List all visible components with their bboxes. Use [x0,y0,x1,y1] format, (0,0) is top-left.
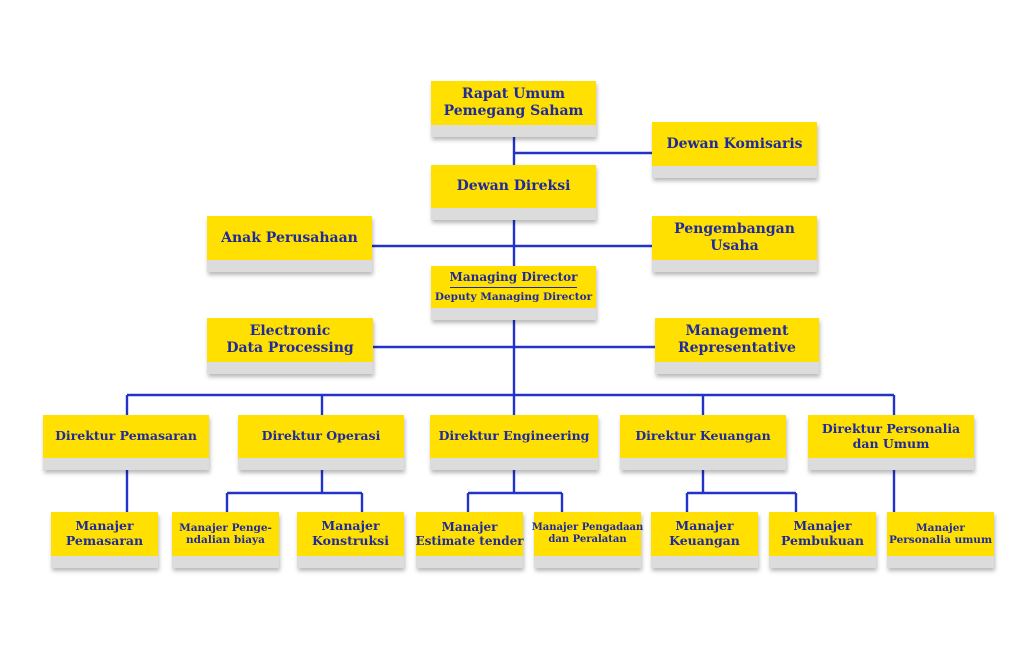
direktur-operasi-box: Direktur Operasi [238,415,404,470]
deputy-managing-director-label: Deputy Managing Director [434,291,593,304]
manajer-keuangan-box: Manajer Keuangan [651,512,758,568]
manajer-personalia-umum-box: Manajer Personalia umum [887,512,994,568]
pengembangan-usaha-box: Pengembangan Usaha [652,216,817,272]
manajer-pembukuan-box: Manajer Pembukuan [769,512,876,568]
direktur-personalia-box: Direktur Personalia dan Umum [808,415,974,470]
managing-director-box: Managing Director Deputy Managing Direct… [431,266,596,320]
management-representative-box: Management Representative [655,318,819,374]
managing-director-label: Managing Director [449,270,578,289]
manajer-konstruksi-box: Manajer Konstruksi [297,512,404,568]
manajer-pemasaran-box: Manajer Pemasaran [51,512,158,568]
dewan-komisaris-box: Dewan Komisaris [652,122,817,178]
manajer-estimate-tender-box: Manajer Estimate tender [415,512,524,568]
electronic-data-processing-box: Electronic Data Processing [207,318,373,374]
direktur-keuangan-box: Direktur Keuangan [620,415,786,470]
direktur-engineering-box: Direktur Engineering [430,415,598,470]
rapat-umum-pemegang-saham-box: Rapat Umum Pemegang Saham [431,81,596,137]
direktur-pemasaran-box: Direktur Pemasaran [43,415,209,470]
anak-perusahaan-box: Anak Perusahaan [207,216,372,272]
dewan-direksi-box: Dewan Direksi [431,165,596,220]
manajer-pengendalian-biaya-box: Manajer Penge- ndalian biaya [172,512,279,568]
connectors [125,137,896,512]
manajer-pengadaan-box: Manajer Pengadaan dan Peralatan [532,512,643,568]
